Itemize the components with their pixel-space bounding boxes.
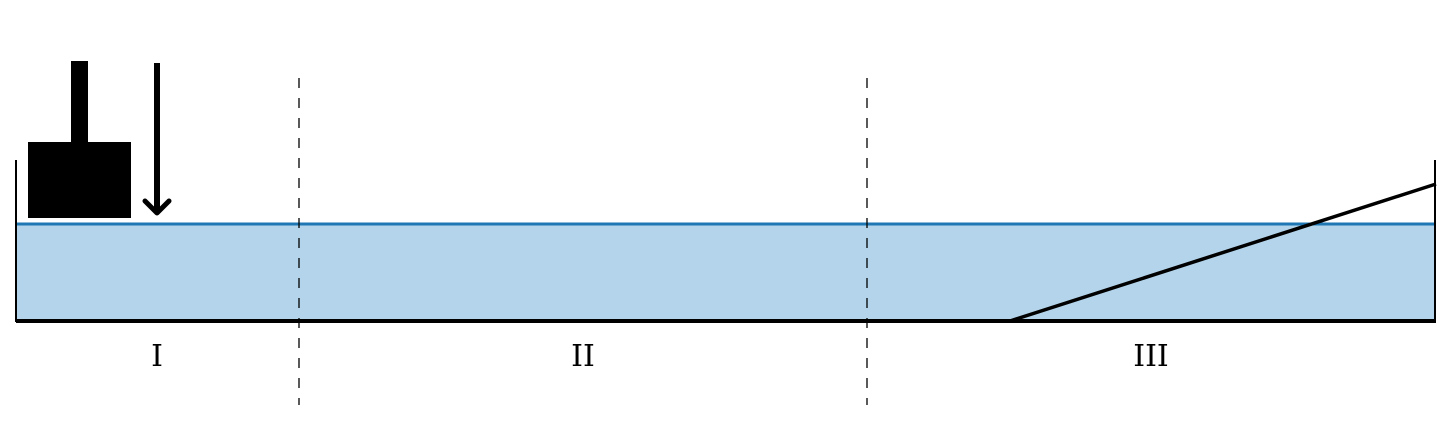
sloping-beach	[1009, 182, 1437, 323]
water-body	[16, 224, 1436, 321]
zone-label-1: I	[151, 339, 163, 374]
arrow-down-icon	[142, 63, 172, 216]
wavemaker-icon	[28, 61, 131, 218]
zone-label-3: III	[1133, 339, 1169, 374]
zone-label-2: II	[571, 339, 595, 374]
